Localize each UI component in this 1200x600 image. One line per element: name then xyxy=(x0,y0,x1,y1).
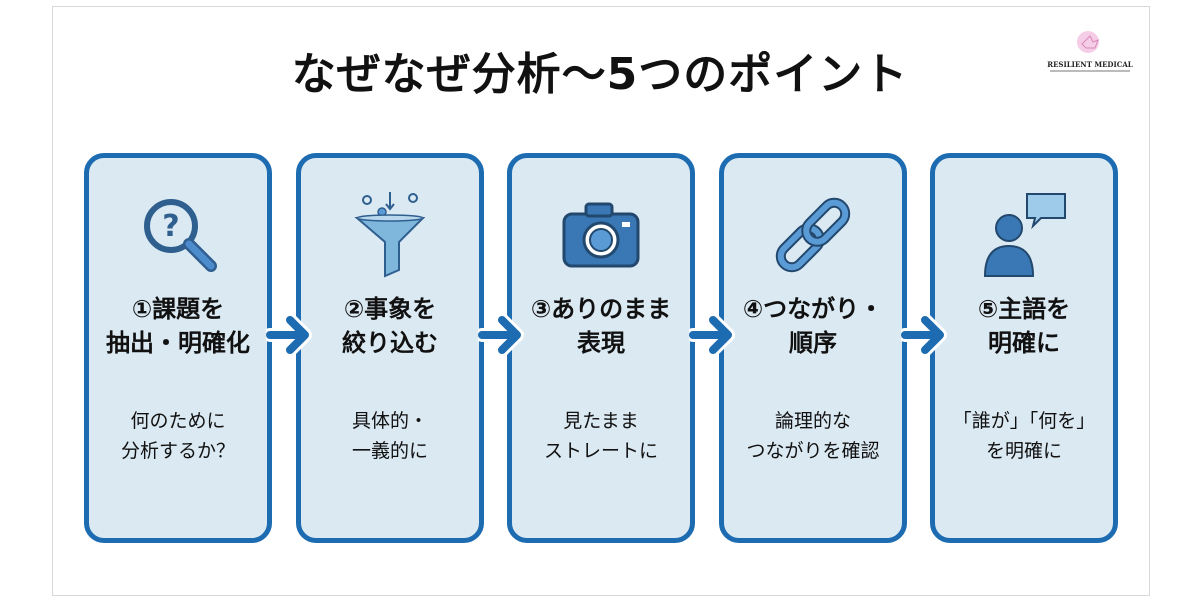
step-card-5: ⑤主語を明確に 「誰が」「何を」を明確に xyxy=(930,153,1118,543)
step-desc-line1: 「誰が」「何を」 xyxy=(952,410,1096,432)
step-heading-line2: 表現 xyxy=(577,329,625,357)
arrow-right-icon xyxy=(266,313,312,357)
camera-icon xyxy=(562,202,640,268)
step-desc-line2: を明確に xyxy=(985,440,1062,462)
step-desc-line2: つながりを確認 xyxy=(746,440,880,462)
logo-subtitle xyxy=(1050,70,1130,72)
dove-logo-icon xyxy=(1077,31,1099,53)
step-desc-line1: 具体的・ xyxy=(351,410,428,432)
svg-text:?: ? xyxy=(162,209,179,244)
step-desc-line2: ストレートに xyxy=(543,440,658,462)
step-desc-line1: 見たまま xyxy=(563,410,639,432)
funnel-icon xyxy=(354,192,426,278)
step-desc-line1: 論理的な xyxy=(774,410,851,432)
step-desc-line2: 一義的に xyxy=(351,440,428,462)
step-heading-line2: 順序 xyxy=(789,329,837,357)
step-heading-line2: 絞り込む xyxy=(342,329,438,357)
step-heading-line2: 抽出・明確化 xyxy=(106,329,250,357)
step-desc-line1: 何のために xyxy=(130,410,226,432)
step-desc-line2: 分析するか？ xyxy=(120,440,235,462)
arrow-right-icon xyxy=(901,313,947,357)
person-speech-icon xyxy=(983,193,1066,277)
step-heading-line2: 明確に xyxy=(988,329,1060,357)
step-heading-line1: ①課題を xyxy=(131,295,225,323)
step-card-1: ? ①課題を抽出・明確化 何のために分析するか？ xyxy=(84,153,272,543)
logo: RESILIENT MEDICAL xyxy=(1040,28,1140,78)
step-heading-line1: ④つながり・ xyxy=(742,295,884,323)
chain-link-icon xyxy=(775,197,851,273)
step-card-3: ③ありのまま表現 見たままストレートに xyxy=(507,153,695,543)
step-heading-line1: ②事象を xyxy=(343,295,437,323)
step-heading-line1: ③ありのまま xyxy=(530,295,672,323)
step-card-4: ④つながり・順序 論理的なつながりを確認 xyxy=(719,153,907,543)
page-title: なぜなぜ分析〜5つのポイント xyxy=(291,49,909,100)
step-card-2: ②事象を絞り込む 具体的・一義的に xyxy=(296,153,484,543)
step-heading-line1: ⑤主語を xyxy=(977,295,1071,323)
arrow-right-icon xyxy=(478,313,524,357)
logo-name: RESILIENT MEDICAL xyxy=(1047,60,1133,69)
arrow-right-icon xyxy=(689,313,735,357)
magnifier-question-icon: ? xyxy=(144,199,217,272)
